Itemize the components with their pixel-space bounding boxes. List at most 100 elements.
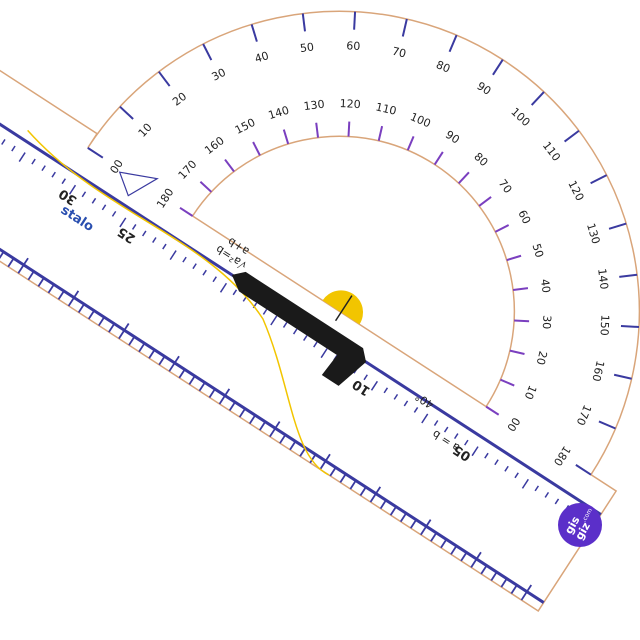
inner-tick [252, 141, 261, 156]
ruler-tick [17, 257, 29, 274]
ruler-tick-top [202, 269, 207, 276]
ruler-tick-top [31, 158, 36, 165]
ruler-tick [520, 584, 533, 601]
ruler-tick-top [182, 256, 187, 263]
ruler-tick-top [413, 407, 419, 413]
ruler-tick [460, 551, 468, 562]
ruler-tick-top [270, 315, 278, 326]
ruler-tick [27, 270, 35, 281]
ruler-tick [238, 408, 246, 418]
ruler-tick [389, 506, 397, 516]
outer-tick [563, 129, 580, 143]
ruler-tick-top [41, 165, 46, 172]
ruler-tick-top [443, 426, 449, 433]
ruler-tick-top [68, 184, 77, 195]
inner-tick [506, 254, 522, 262]
ruler-tick [359, 486, 367, 496]
ruler-tick-top [162, 243, 167, 250]
ruler-tick-top [471, 446, 479, 457]
inner-tick [224, 158, 235, 173]
ruler-tick [259, 421, 266, 431]
handle[interactable] [213, 266, 372, 391]
ruler-tick [470, 551, 482, 568]
ruler-ticks [0, 139, 580, 601]
outer-scale-label: 160 [589, 359, 606, 382]
ruler-tick-top [370, 380, 378, 391]
outer-scale-label: 80 [434, 58, 452, 75]
triangle-drawing [118, 171, 159, 197]
inner-scale-label: 50 [530, 242, 547, 259]
ruler-tick-top [111, 210, 117, 217]
ruler-tick-top [303, 335, 308, 341]
outer-tick [448, 34, 458, 53]
ruler-tick [198, 382, 206, 392]
ruler-tick-top [119, 217, 127, 228]
yellow-curve [27, 129, 329, 476]
ruler-tick-top [453, 433, 459, 440]
ruler-tick-top [313, 341, 318, 348]
ruler-tick-top [169, 250, 177, 261]
outer-tick [301, 13, 306, 32]
ruler-tick-top [141, 230, 147, 237]
ruler-tick-top [521, 478, 529, 489]
inner-tick [179, 206, 194, 217]
ruler-tick-top [18, 152, 26, 163]
inner-tick [377, 125, 384, 142]
inner-tick [485, 405, 500, 416]
outer-tick [620, 325, 639, 328]
outer-tick [613, 373, 632, 380]
inner-tick [315, 122, 320, 138]
outer-scale-label: 30 [210, 66, 228, 84]
outer-tick [202, 43, 213, 61]
ruler-tick [309, 453, 317, 464]
ruler-tick [67, 290, 80, 307]
ruler-tick [148, 349, 156, 359]
outer-tick [119, 105, 134, 120]
ruler-tick-top [544, 491, 550, 498]
outer-tick [492, 59, 504, 76]
ruler-tick-top [219, 282, 228, 293]
ruler-tick [410, 519, 417, 529]
ruler-tick [37, 277, 45, 287]
inner-tick [509, 349, 525, 356]
ruler-blue-line-2 [0, 192, 545, 604]
ruler-tick [138, 342, 146, 353]
outer-scale-label: 50 [299, 40, 314, 55]
ruler-tick [218, 388, 231, 405]
ruler-tick [500, 578, 508, 588]
ruler-tick [339, 473, 347, 483]
protractor-body [0, 10, 640, 612]
ruler-tick [188, 375, 196, 385]
center-mark [334, 295, 353, 322]
ruler-tick [248, 414, 256, 425]
inner-scale-label: 20 [534, 350, 550, 367]
ruler-tick-top [320, 348, 328, 359]
outer-tick [590, 174, 608, 185]
ruler-tick-top [152, 237, 157, 243]
outer-tick [401, 18, 408, 37]
ruler-tick [128, 336, 136, 346]
ruler-tick-top [292, 328, 298, 335]
ruler-tick [7, 257, 15, 268]
outer-tick [530, 91, 545, 106]
ruler-tick [480, 565, 488, 575]
inner-tick [406, 136, 415, 151]
ruler-tick-top [403, 400, 409, 407]
inner-scale-label: 90 [443, 128, 462, 147]
ruler-tick [87, 310, 95, 320]
ruler-tick-top [81, 191, 87, 198]
inner-tick [494, 224, 510, 233]
outer-scale-label: 60 [346, 39, 361, 53]
outer-tick [575, 464, 592, 476]
ruler-tick-top [262, 308, 268, 315]
protractor-ticks [87, 11, 639, 476]
inner-tick [199, 180, 213, 193]
ruler-tick-top [192, 263, 197, 270]
ruler-tick-top [421, 413, 429, 424]
inner-scale-label: 140 [267, 104, 291, 123]
ruler-tick [289, 440, 297, 451]
ruler-tick-top [131, 224, 137, 230]
inner-scale-label: 00 [504, 415, 523, 434]
ruler-tick [228, 401, 236, 412]
ruler-tick [118, 323, 130, 340]
